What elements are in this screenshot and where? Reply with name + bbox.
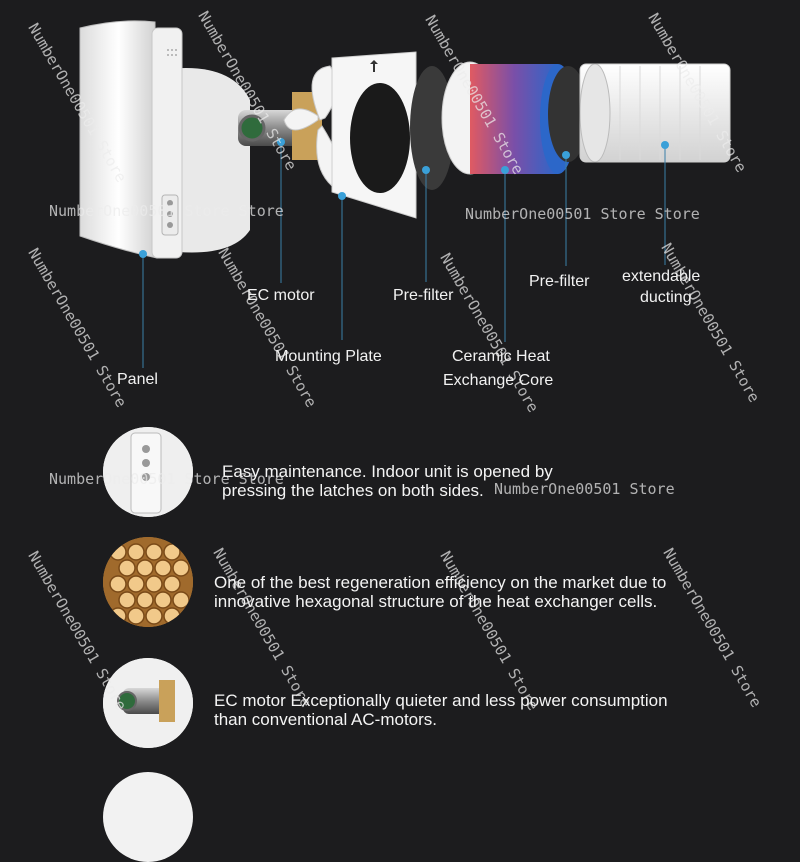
watermark-diagonal-12: NumberOne00501 Store (659, 545, 766, 711)
ec-motor-label: EC motor (247, 287, 315, 304)
pre-filter-1-label: Pre-filter (393, 287, 454, 304)
feature-ec-motor-line2: than conventional AC-motors. (214, 710, 438, 729)
ceramic-core-label-1: Ceramic Heat (452, 348, 550, 365)
watermark-horizontal-2: NumberOne00501 Store Store (465, 205, 700, 223)
ceramic-core-label-2: Exchange Core (443, 372, 554, 389)
ducting-label-2: ducting (640, 289, 692, 306)
watermark-diagonal-10: NumberOne00501 Store (209, 545, 316, 711)
feature-ec-motor-image (103, 658, 193, 748)
feature-honeycomb-image (103, 537, 193, 627)
feature-maintenance-line1: Easy maintenance. Indoor unit is opened … (222, 462, 553, 481)
feature-efficiency-line2: innovative hexagonal structure of the he… (214, 592, 658, 611)
mounting-plate-label: Mounting Plate (275, 348, 382, 365)
panel-label: Panel (117, 371, 158, 388)
exploded-view-illustration (79, 20, 731, 368)
pre-filter-2-label: Pre-filter (529, 273, 590, 290)
watermark-horizontal-3: NumberOne00501 Store Store (49, 470, 284, 488)
feature-efficiency-line1: One of the best regeneration efficiency … (214, 573, 667, 592)
feature-next-image (103, 772, 193, 862)
ducting-label-1: extendable (622, 268, 701, 285)
feature-maintenance-line2: pressing the latches on both sides. (222, 481, 484, 500)
watermark-horizontal-1: NumberOne00501 Store Store (49, 202, 284, 220)
feature-maintenance-image (103, 427, 193, 517)
feature-ec-motor-line1: EC motor Exceptionally quieter and less … (214, 691, 668, 710)
watermark-horizontal-4: NumberOne00501 Store (494, 480, 675, 498)
